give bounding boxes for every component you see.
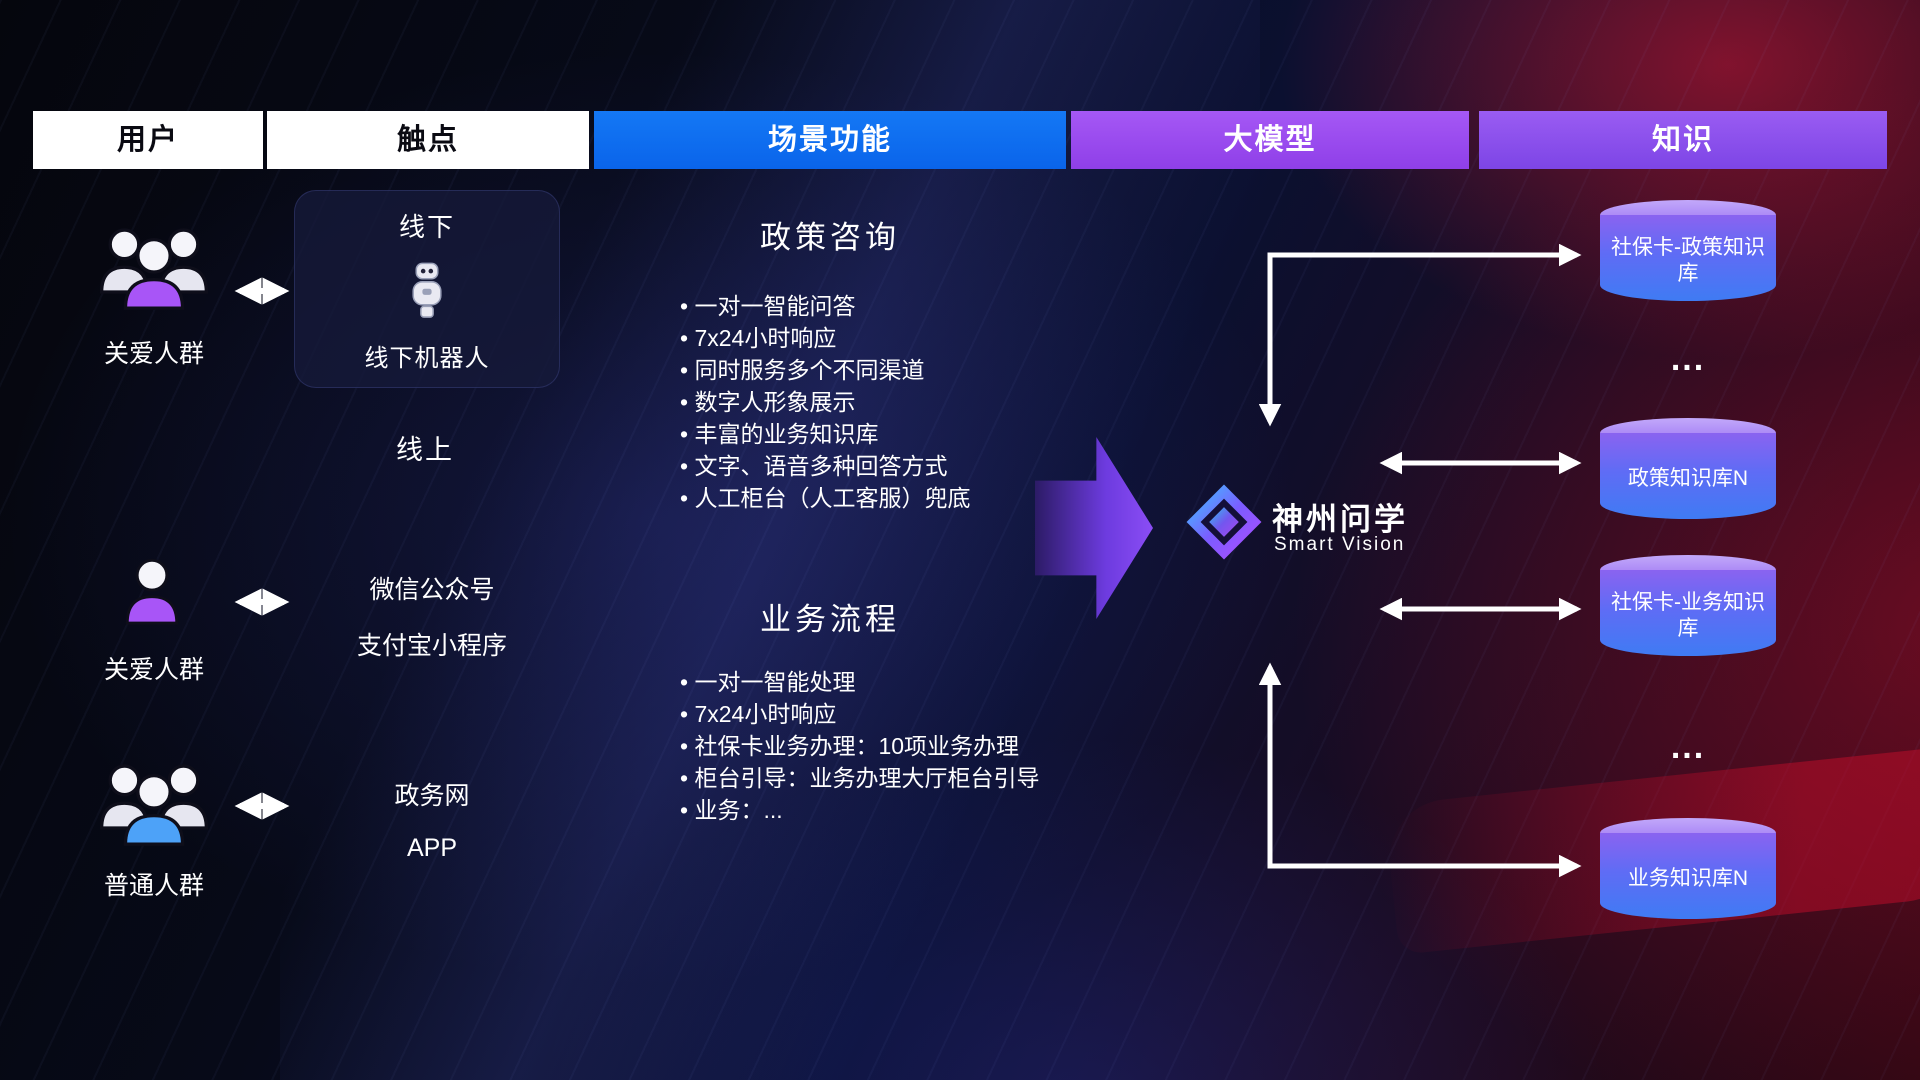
online-title: 线上 — [396, 435, 454, 465]
group-users-icon — [99, 228, 209, 310]
column-header-touchpoints: 触点 — [267, 111, 589, 169]
ellipsis-more: ... — [1670, 340, 1706, 378]
channel-label: 支付宝小程序 — [356, 632, 507, 660]
offline-touchpoint-card: 线下 线下机器人 — [294, 190, 560, 388]
database-cylinder: 社保卡-业务知识库 — [1600, 555, 1776, 659]
column-header-scenarios: 场景功能 — [594, 111, 1066, 169]
knowledge-base-label: 业务知识库N — [1627, 866, 1749, 890]
scenario-item: 业务：... — [680, 794, 1039, 826]
scenario-item: 丰富的业务知识库 — [680, 418, 970, 450]
scenario-item: 人工柜台（人工客服）兜底 — [680, 482, 970, 514]
cylinder-body — [1600, 433, 1776, 519]
column-header-users: 用户 — [33, 111, 263, 169]
scenario-item: 7x24小时响应 — [680, 698, 1039, 730]
brand-name: 神州问学 — [1272, 502, 1408, 537]
scenario-section-title: 政策咨询 — [760, 220, 900, 255]
scenario-item: 数字人形象展示 — [680, 386, 970, 418]
database-cylinder: 政策知识库N — [1600, 418, 1776, 522]
robot-icon — [412, 262, 442, 318]
scenario-item: 一对一智能处理 — [680, 666, 1039, 698]
group-users-icon — [99, 764, 209, 846]
ellipsis-more: ... — [1670, 728, 1706, 766]
scenario-item: 一对一智能问答 — [680, 290, 970, 322]
database-cylinder: 社保卡-政策知识库 — [1600, 200, 1776, 304]
scenario-item: 柜台引导：业务办理大厅柜台引导 — [680, 762, 1039, 794]
column-header-model: 大模型 — [1071, 111, 1469, 169]
database-cylinder: 业务知识库N — [1600, 818, 1776, 922]
flow-arrow-icon — [1035, 437, 1153, 619]
brand-subtitle: Smart Vision — [1274, 534, 1406, 555]
scenario-item: 同时服务多个不同渠道 — [680, 354, 970, 386]
single-user-icon — [125, 558, 179, 625]
scenario-item: 7x24小时响应 — [680, 322, 970, 354]
scenario-section-title: 业务流程 — [760, 602, 900, 637]
knowledge-base-label: 社保卡-政策知识库 — [1611, 235, 1765, 285]
brand-logo-icon — [1186, 484, 1262, 560]
scenario-bullet-list: 一对一智能问答 7x24小时响应 同时服务多个不同渠道 数字人形象展示 丰富的业… — [680, 290, 970, 514]
offline-title: 线下 — [398, 212, 455, 242]
column-header-knowledge: 知识 — [1479, 111, 1887, 169]
offline-robot-label: 线下机器人 — [364, 345, 490, 372]
knowledge-base-label: 政策知识库N — [1627, 466, 1749, 490]
channel-label: 政务网 — [394, 782, 470, 810]
user-row-label: 普通人群 — [103, 872, 204, 900]
knowledge-base-label: 社保卡-业务知识库 — [1611, 590, 1765, 640]
cylinder-body — [1600, 833, 1776, 919]
scenario-item: 文字、语音多种回答方式 — [680, 450, 970, 482]
user-row-label: 关爱人群 — [103, 340, 204, 368]
channel-label: APP — [406, 834, 458, 862]
scenario-bullet-list: 一对一智能处理 7x24小时响应 社保卡业务办理：10项业务办理 柜台引导：业务… — [680, 666, 1039, 826]
cylinder-body — [1600, 570, 1776, 656]
scenario-item: 社保卡业务办理：10项业务办理 — [680, 730, 1039, 762]
cylinder-body — [1600, 215, 1776, 301]
channel-label: 微信公众号 — [369, 576, 495, 604]
user-row-label: 关爱人群 — [103, 656, 204, 684]
